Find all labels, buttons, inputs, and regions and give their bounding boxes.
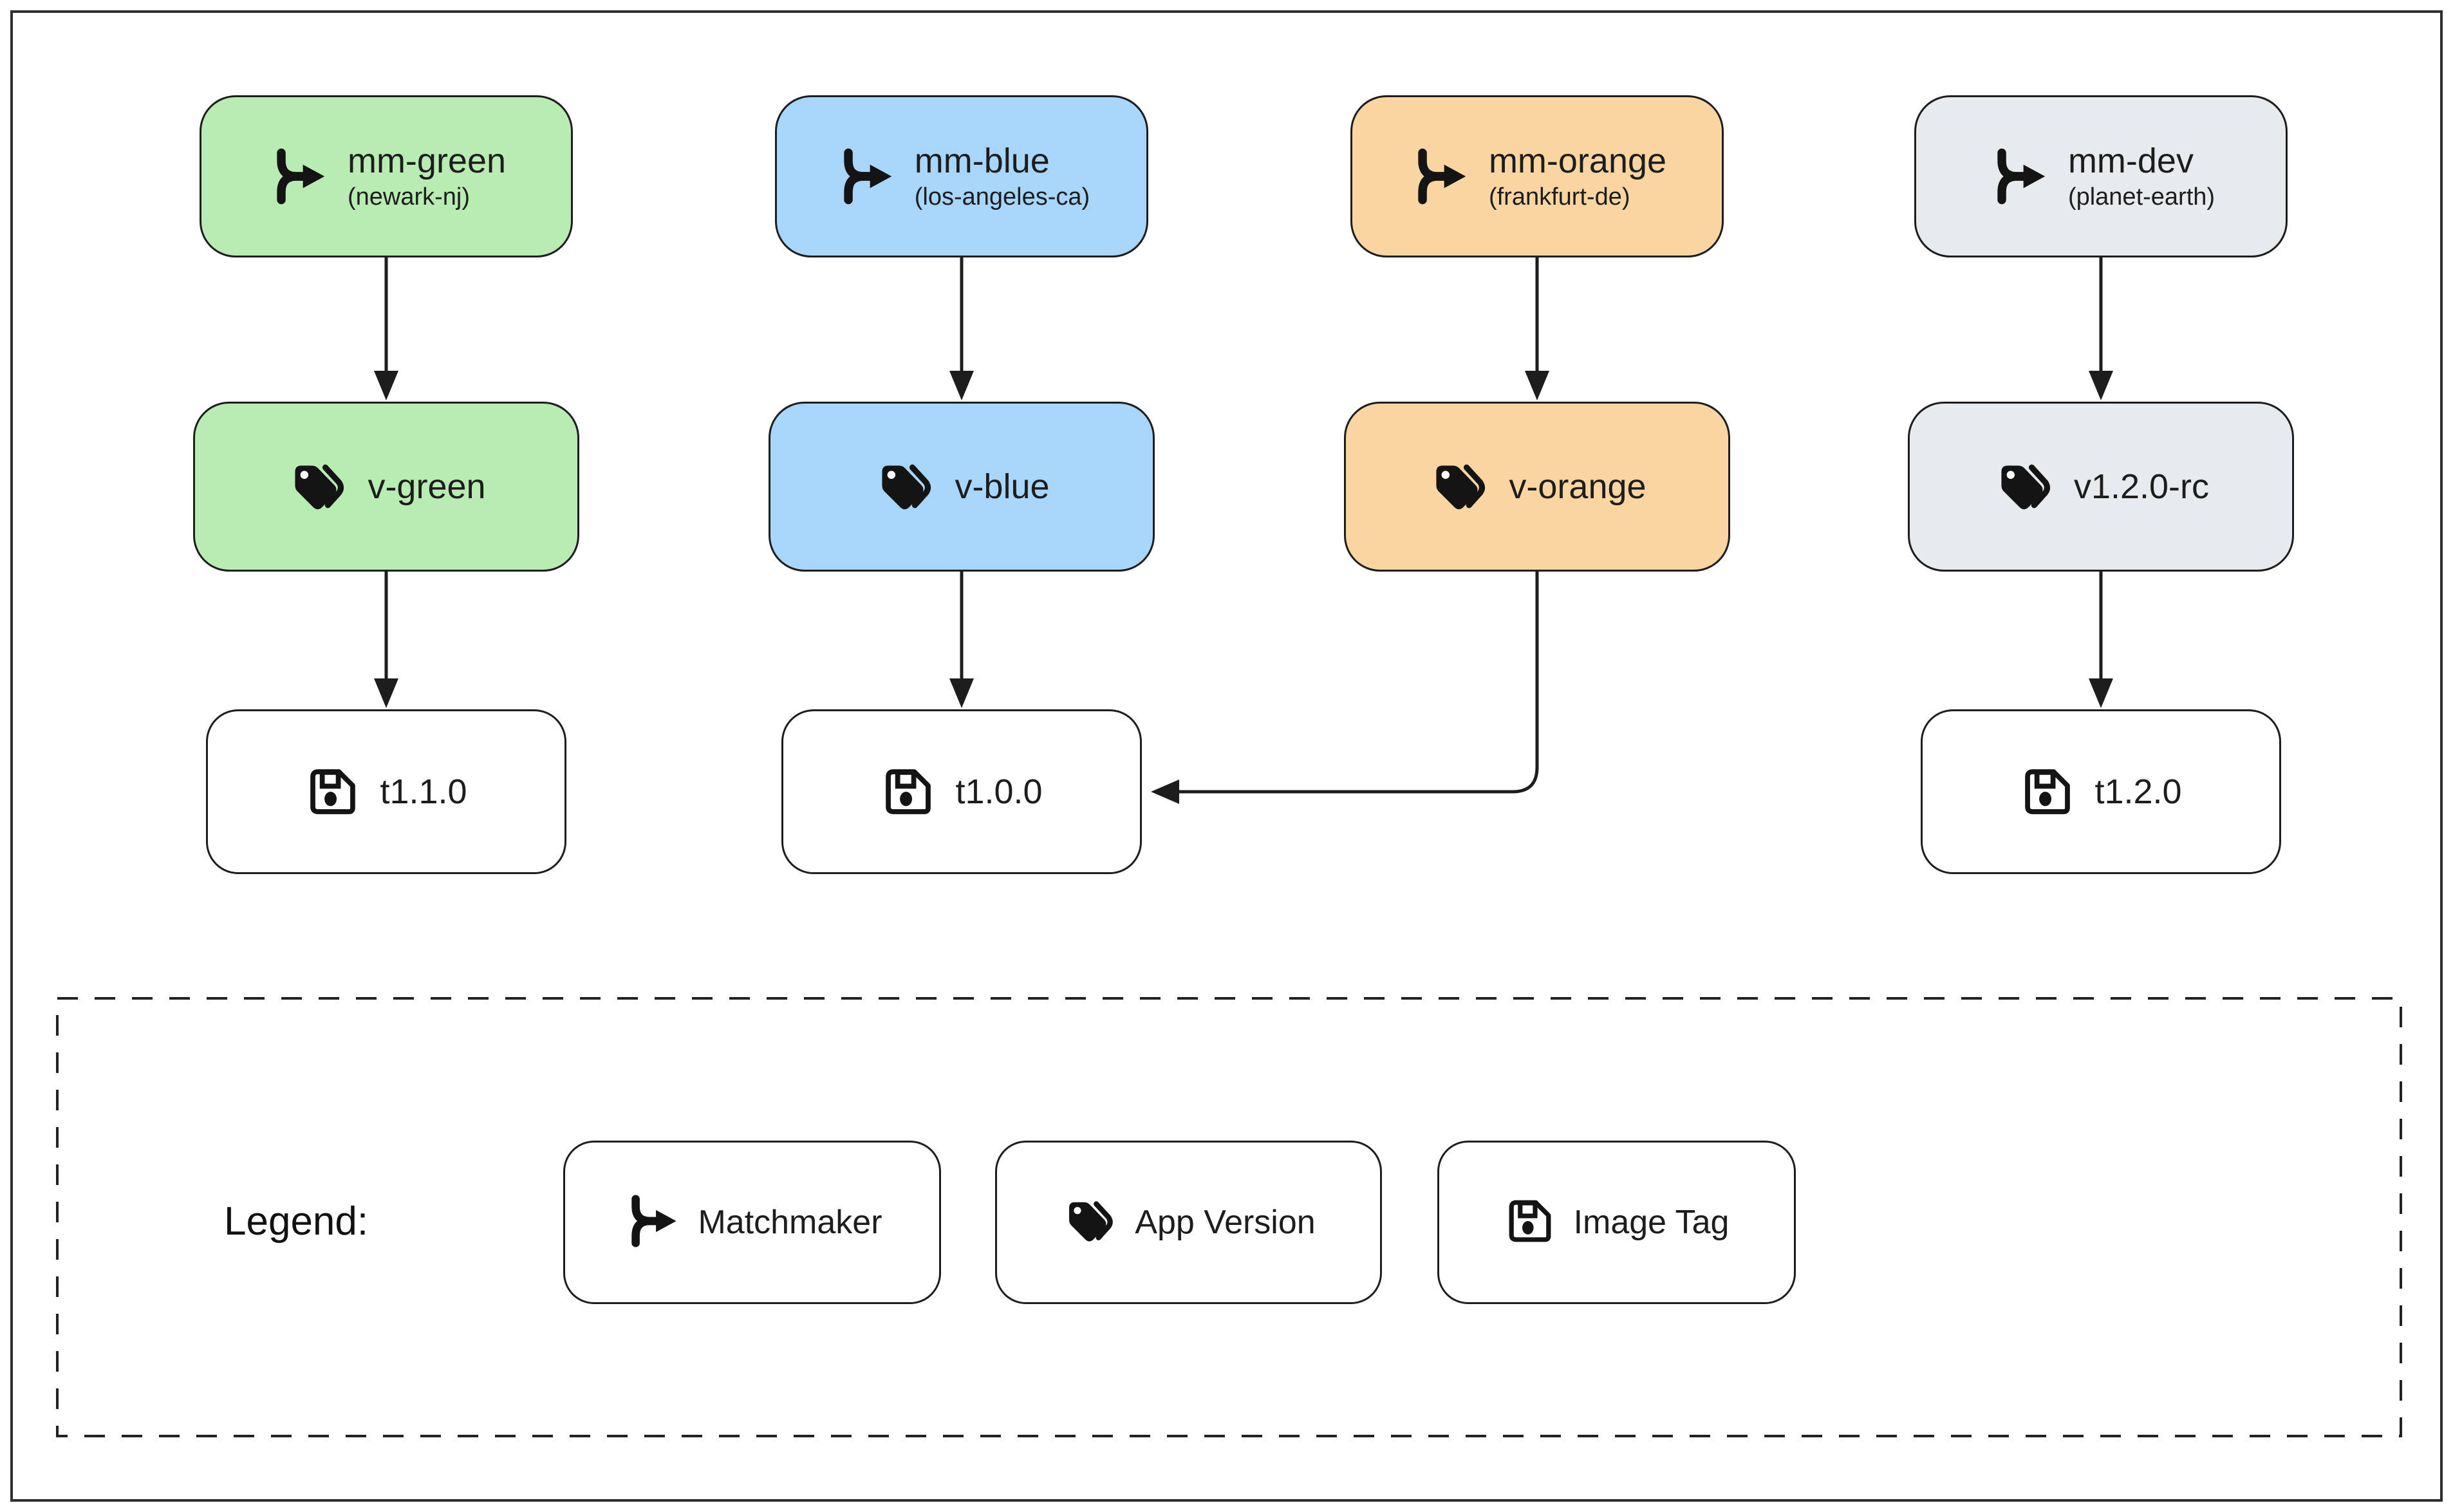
node-label: v1.2.0-rc (2073, 467, 2210, 506)
tags-icon (286, 456, 348, 518)
arrowhead (2089, 678, 2113, 708)
node-label: v-blue (955, 467, 1050, 506)
node-v1-2-0-rc: v1.2.0-rc (1908, 402, 2294, 572)
legend-item-image-tag: Image Tag (1437, 1141, 1796, 1304)
legend-item-label: Matchmaker (698, 1204, 882, 1241)
node-label: v-green (368, 467, 486, 506)
arrowhead (1151, 779, 1179, 804)
node-label: mm-blue (914, 141, 1050, 180)
floppy-disk-icon (1504, 1195, 1556, 1250)
arrowhead (374, 371, 398, 400)
node-label: mm-green (347, 141, 507, 180)
node-label: t1.2.0 (2094, 772, 2182, 811)
matchmaker-merge-icon (622, 1192, 680, 1253)
matchmaker-merge-icon (1408, 145, 1469, 207)
arrowhead (949, 371, 974, 400)
node-v-green: v-green (193, 402, 579, 572)
node-label: t1.0.0 (955, 772, 1043, 811)
tags-icon (1061, 1193, 1117, 1252)
node-sublabel: (frankfurt-de) (1488, 183, 1630, 210)
legend-item-label: App Version (1135, 1204, 1316, 1241)
node-t1-1-0: t1.1.0 (206, 709, 566, 874)
tags-icon (1993, 456, 2055, 518)
tags-icon (1428, 456, 1489, 518)
node-mm-green: mm-green (newark-nj) (200, 95, 573, 257)
arrowhead (1525, 371, 1549, 400)
node-sublabel: (planet-earth) (2067, 183, 2215, 210)
legend-item-label: Image Tag (1573, 1204, 1730, 1241)
tags-icon (873, 456, 935, 518)
node-label: mm-dev (2067, 141, 2194, 180)
edge-v-orange-t100 (1179, 572, 1539, 794)
arrowhead (374, 678, 398, 708)
page-border (10, 10, 2443, 1502)
arrowhead (949, 678, 974, 708)
matchmaker-merge-icon (266, 145, 328, 207)
node-sublabel: (los-angeles-ca) (914, 183, 1090, 210)
floppy-disk-icon (305, 764, 360, 819)
node-sublabel: (newark-nj) (347, 183, 471, 210)
node-mm-dev: mm-dev (planet-earth) (1914, 95, 2288, 257)
legend-title: Legend: (224, 1199, 369, 1244)
legend-container-border (56, 997, 2402, 1437)
node-t1-2-0: t1.2.0 (1921, 709, 2281, 874)
node-v-orange: v-orange (1344, 402, 1730, 572)
matchmaker-merge-icon (1987, 145, 2049, 207)
node-t1-0-0: t1.0.0 (781, 709, 1142, 874)
matchmaker-merge-icon (834, 145, 895, 207)
node-label: mm-orange (1488, 141, 1667, 180)
node-label: v-orange (1509, 467, 1646, 506)
node-label: t1.1.0 (380, 772, 467, 811)
floppy-disk-icon (881, 764, 936, 819)
node-mm-blue: mm-blue (los-angeles-ca) (775, 95, 1148, 257)
node-v-blue: v-blue (769, 402, 1155, 572)
legend-item-app-version: App Version (995, 1141, 1382, 1304)
node-mm-orange: mm-orange (frankfurt-de) (1350, 95, 1724, 257)
floppy-disk-icon (2020, 764, 2075, 819)
legend-item-matchmaker: Matchmaker (563, 1141, 941, 1304)
arrowhead (2089, 371, 2113, 400)
